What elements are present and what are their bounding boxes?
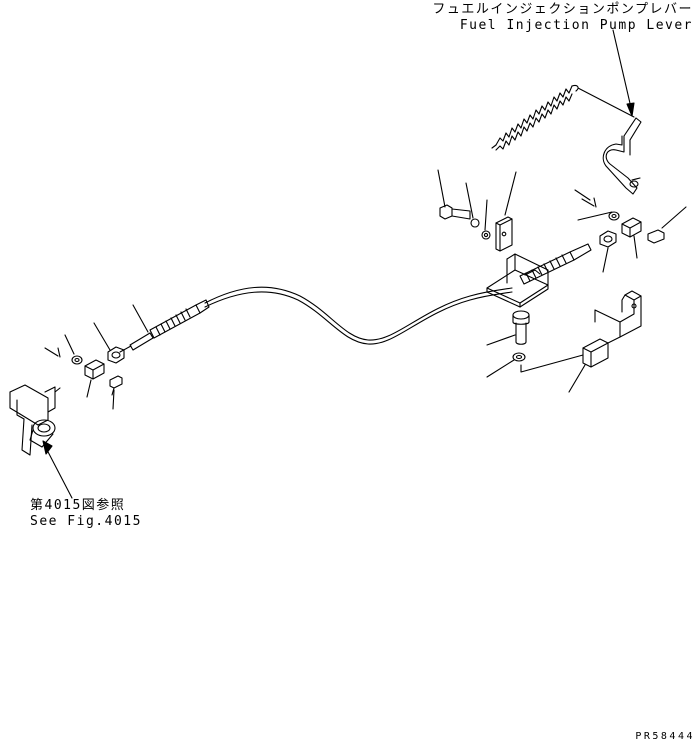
right-washer: [609, 212, 619, 220]
ref-label-jp: 第4015図参照: [30, 498, 126, 513]
right-nut: [600, 231, 616, 247]
bracket-bolt: [513, 311, 529, 344]
left-cotter-pin: [45, 348, 60, 357]
return-spring: [492, 85, 634, 150]
left-nut: [108, 347, 124, 363]
left-lever-bracket: [10, 385, 60, 455]
diagram-code: PR58444: [635, 731, 695, 742]
cable-mount-bracket: [487, 254, 548, 307]
left-cable-end-fitting: [120, 300, 209, 352]
lever-label-en: Fuel Injection Pump Lever: [459, 18, 693, 33]
throttle-cable: [205, 287, 512, 340]
lever-leader: [613, 30, 634, 116]
left-joint-block: [85, 360, 104, 379]
right-pin: [648, 230, 664, 243]
lever-label-jp: フュエルインジェクションポンプレバー: [432, 2, 693, 17]
ref-label-en: See Fig.4015: [30, 514, 142, 529]
throttle-cable-inner: [205, 292, 512, 344]
assembly-line: [521, 355, 583, 372]
right-joint-block: [622, 218, 641, 237]
fuel-injection-pump-lever: [603, 118, 641, 194]
fuel-injection-pump-lever-label: フュエルインジェクションポンプレバー Fuel Injection Pump L…: [432, 2, 693, 34]
bracket-washer: [513, 353, 525, 361]
ref-leader: [43, 441, 72, 498]
lower-right-bracket: [583, 291, 641, 367]
part-leaders: [65, 170, 686, 409]
small-l-bracket: [496, 217, 512, 251]
upper-bolt: [440, 205, 470, 219]
upper-washer-1: [471, 219, 479, 227]
see-figure-reference-label: 第4015図参照 See Fig.4015: [30, 498, 142, 530]
right-cotter-pin: [582, 198, 596, 207]
upper-washer-2: [482, 231, 490, 239]
right-cable-end-fitting: [520, 244, 591, 284]
left-washer: [72, 356, 82, 364]
left-pin: [110, 376, 122, 395]
